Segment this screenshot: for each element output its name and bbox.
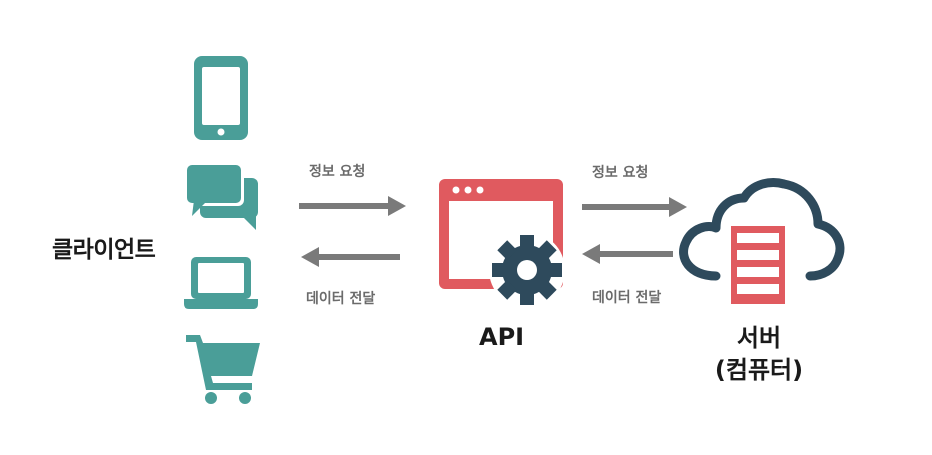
chat-bubbles-icon bbox=[184, 162, 258, 230]
flow-label-server-to-api: 데이터 전달 bbox=[592, 290, 662, 306]
server-label: 서버 (컴퓨터) bbox=[704, 322, 814, 386]
laptop-icon bbox=[184, 257, 258, 309]
server-rack-icon bbox=[726, 220, 790, 310]
api-label: API bbox=[479, 323, 525, 351]
server-label-line2: (컴퓨터) bbox=[714, 356, 804, 384]
arrow-api-to-server bbox=[582, 197, 687, 217]
arrow-client-to-api bbox=[299, 196, 406, 216]
smartphone-icon bbox=[194, 56, 248, 140]
flow-label-api-to-client: 데이터 전달 bbox=[306, 291, 376, 307]
shopping-cart-icon bbox=[186, 335, 260, 404]
client-label: 클라이언트 bbox=[52, 237, 156, 263]
flow-label-api-to-server: 정보 요청 bbox=[592, 165, 649, 181]
server-label-line1: 서버 bbox=[736, 324, 782, 352]
cloud-icon bbox=[679, 178, 845, 281]
arrow-server-to-api bbox=[582, 244, 673, 264]
arrow-api-to-client bbox=[301, 247, 400, 267]
gear-icon bbox=[489, 232, 565, 308]
flow-label-client-to-api: 정보 요청 bbox=[309, 164, 366, 180]
